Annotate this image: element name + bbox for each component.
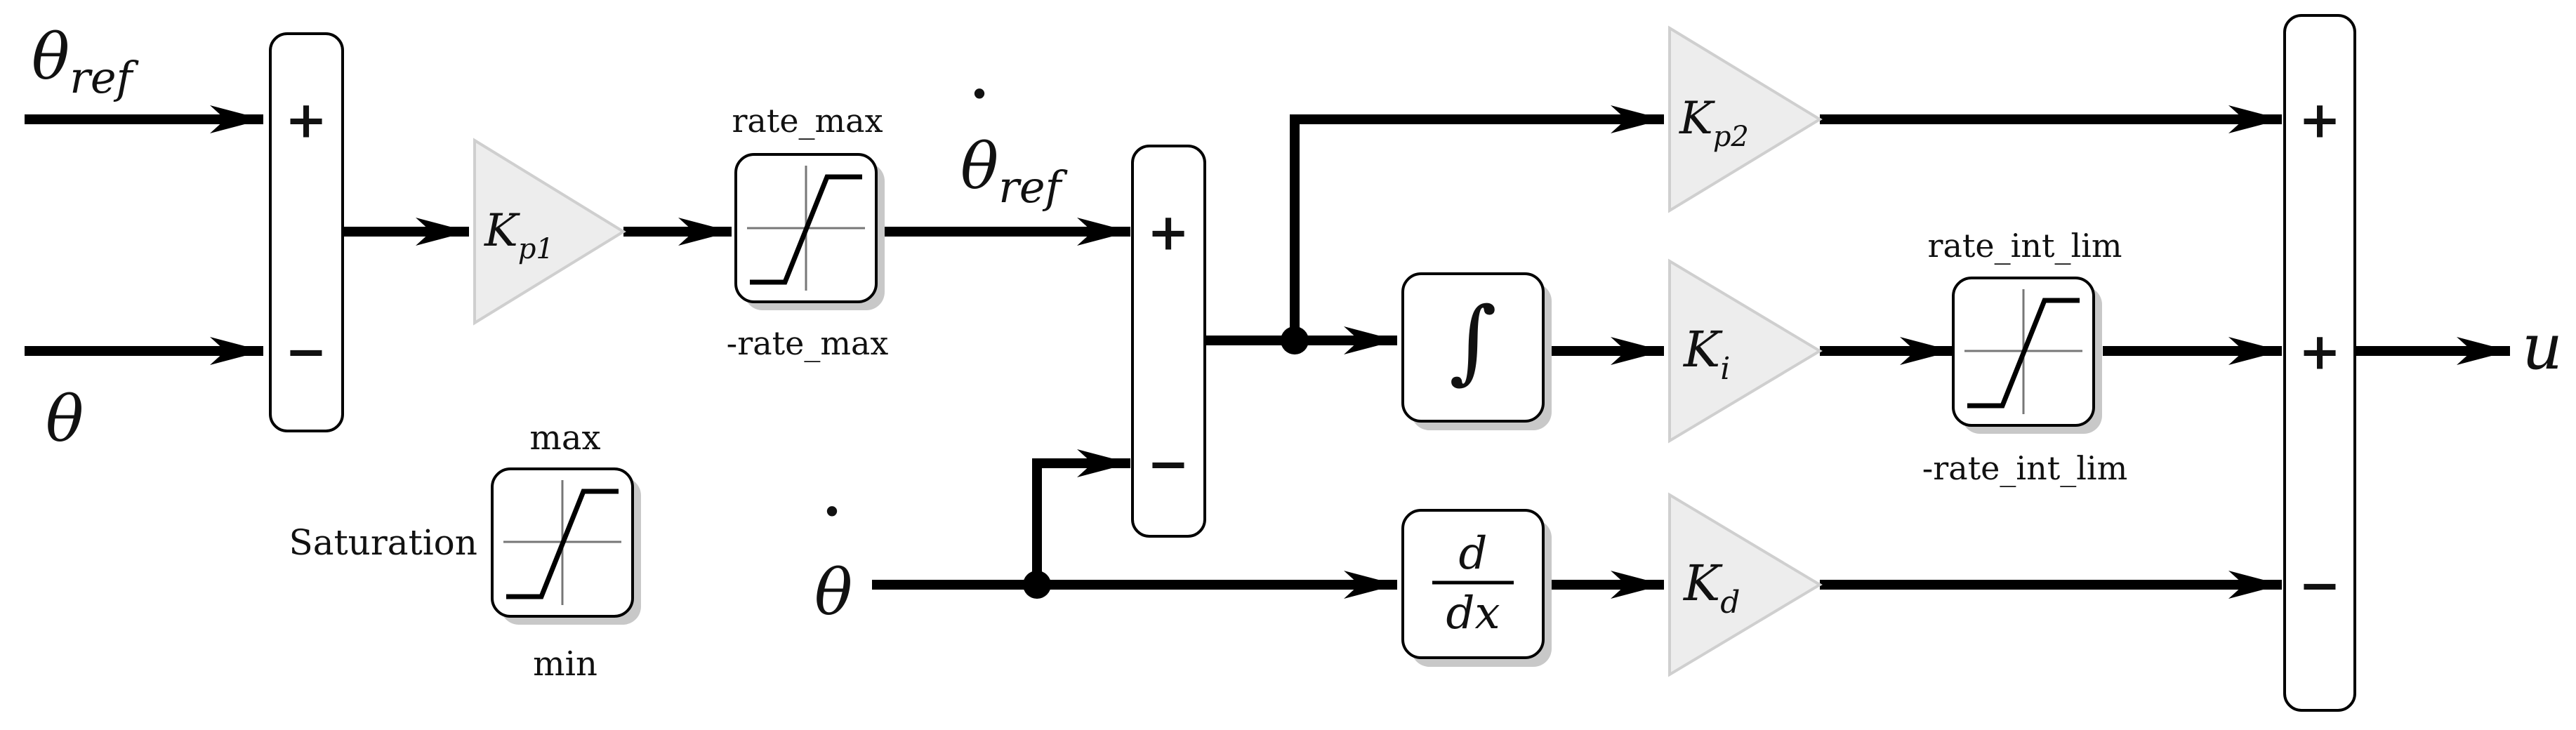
svg-text:θref: θref [960,130,1069,213]
saturation-int-upper-label: rate_int_lim [1928,227,2122,265]
saturation-legend-label: Saturation [289,522,477,563]
sum-sign: + [2299,90,2341,150]
signal-lines [25,105,2510,599]
svg-text:˙: ˙ [962,78,997,161]
derivative-block[interactable]: d dx [1401,509,1552,667]
junction-dot [1281,326,1309,354]
svg-text:˙: ˙ [814,496,850,578]
gain-ki[interactable]: Ki [1668,258,1823,444]
theta-ref-label: θref [32,20,140,103]
integrator-block[interactable]: ∫ [1401,272,1552,430]
theta-dot-label: ˙ θ [814,496,852,630]
svg-text:Ki: Ki [1682,321,1730,387]
sum-sign: − [285,321,327,381]
saturation-legend-block [491,467,641,625]
saturation-rate-block[interactable] [734,153,885,310]
sum-sign: − [1147,434,1189,493]
wire-branch-sum2 [1032,449,1130,585]
theta-label: θ [46,383,84,456]
svg-text:Kp2: Kp2 [1679,93,1749,153]
saturation-int-lower-label: -rate_int_lim [1922,449,2128,487]
derivative-denominator: dx [1446,588,1500,639]
sum-block-1[interactable]: + − [269,32,344,432]
gain-kp2[interactable]: Kp2 [1668,25,1823,213]
saturation-legend-upper-label: max [529,418,600,458]
sum-block-2[interactable]: + − [1131,145,1206,538]
saturation-rate-lower-label: -rate_max [727,324,889,362]
sum-sign: + [1147,202,1189,262]
sum-block-3[interactable]: + + − [2283,14,2356,712]
derivative-numerator: d [1459,528,1488,580]
saturation-int-block[interactable] [1952,277,2102,434]
saturation-rate-upper-label: rate_max [732,102,883,140]
gain-kd[interactable]: Kd [1668,492,1823,677]
integral-symbol: ∫ [1449,287,1497,394]
svg-text:Kp1: Kp1 [484,205,554,265]
svg-text:θ: θ [814,556,852,630]
sum-sign: + [2299,321,2341,381]
output-u-label: u [2522,310,2563,384]
sum-sign: + [285,90,327,150]
wire-branch-kp2 [1290,105,1664,340]
svg-text:Kd: Kd [1682,555,1740,620]
theta-dot-ref-label: ˙ θref [960,78,1069,213]
saturation-legend-lower-label: min [533,644,597,684]
sum-sign: − [2299,555,2341,615]
gain-kp1[interactable]: Kp1 [473,138,626,326]
junction-dot [1023,571,1051,599]
